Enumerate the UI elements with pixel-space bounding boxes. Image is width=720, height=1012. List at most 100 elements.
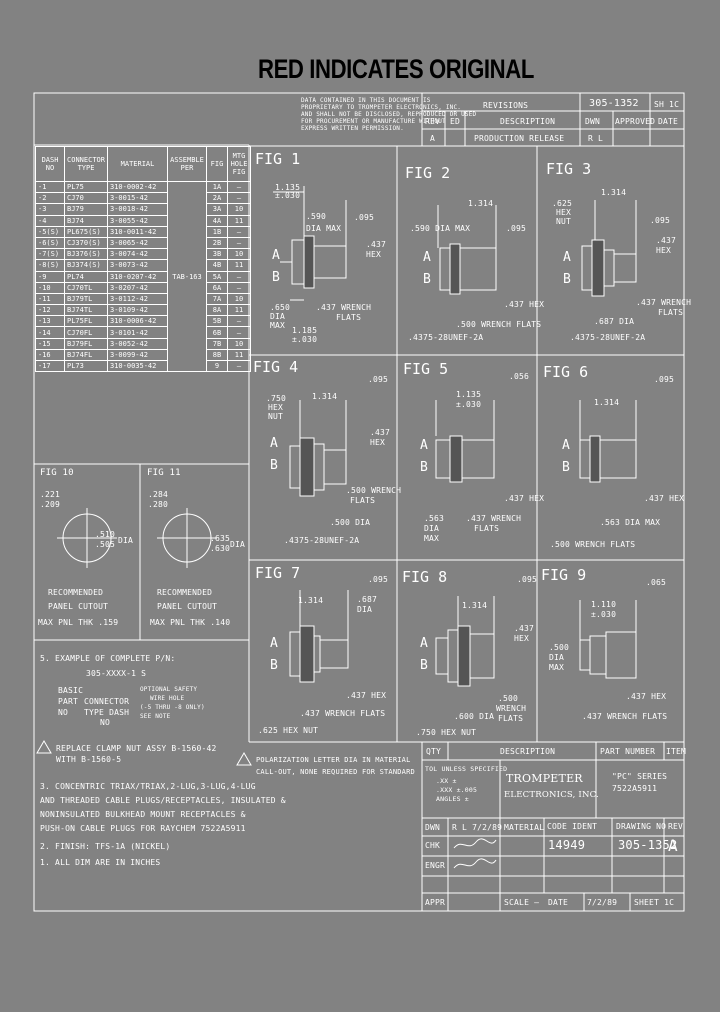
dim: .650 [270,303,291,312]
dim: .625 HEX NUT [258,726,319,735]
note: RECOMMENDED [48,588,104,597]
fig-3-label: FIG 3 [546,160,592,178]
dim: DIA [230,540,246,549]
note-5-basic: BASIC [58,686,84,695]
end-b: B [270,658,279,673]
dim: 1.135 [456,390,482,399]
dim: .095 [517,575,538,584]
fig-7-label: FIG 7 [255,564,301,582]
cell-fig: 1A [206,180,228,194]
tb-dwn-value: R L 7/2/89 [452,823,503,832]
note-5-no: NO [58,708,69,717]
dim: .500 [498,694,519,703]
tb-date-value: 7/2/89 [587,898,618,907]
note-5-wire: WIRE HOLE [150,695,185,702]
dim: .221 [40,490,61,499]
tb-rev-value: A [668,836,678,855]
dim: .505 [95,540,116,549]
dim: FLATS [336,313,362,322]
tb-code-value: 14949 [548,838,586,852]
rev-col: REV [425,117,441,126]
dim: HEX [556,208,572,217]
note-5-tno: NO [100,718,111,727]
dim: DIA [357,605,373,614]
tb-drawing-no: DRAWING NO [616,822,667,831]
dim: .437 [370,428,391,437]
rev-description: PRODUCTION RELEASE [474,134,565,143]
dim: .437 WRENCH [316,303,372,312]
note-4-triangle-icon [36,740,52,754]
end-b: B [272,270,281,285]
fig-2-label: FIG 2 [405,164,451,182]
dim: .630 [210,544,231,553]
tb-company-2: ELECTRONICS, INC. [504,790,599,800]
dim: .437 HEX [644,494,685,503]
dim: .284 [148,490,169,499]
note-3b: AND THREADED CABLE PLUGS/RECEPTACLES, IN… [40,796,286,805]
tb-tol-1: .XX ± [436,777,457,785]
dim: .437 [514,624,535,633]
dim: .095 [506,224,527,233]
proprietary-line: FOR PROCUREMENT OR MANUFACTURE WITHOUT [301,118,446,125]
revisions-doc-no: 305-1352 [589,98,639,109]
description-col: DESCRIPTION [500,117,556,126]
cell-mtg-hole-fig: 10 [227,203,251,216]
approved-col: APPROVED [615,117,656,126]
dim: 1.135 [275,183,301,192]
note: MAX PNL THK .159 [38,618,119,627]
dim: .437 HEX [346,691,387,700]
dim: DIA [424,524,440,533]
dim: .590 [306,212,327,221]
proprietary-line: EXPRESS WRITTEN PERMISSION. [301,125,404,132]
rev-value: A [430,134,436,143]
tb-qty: QTY [426,747,442,756]
note-3a: 3. CONCENTRIC TRIAX/TRIAX,2-LUG,3-LUG,4-… [40,782,256,791]
end-a: A [270,436,279,451]
dim: .635 [210,534,231,543]
dim: FLATS [498,714,524,723]
tb-company: TROMPETER [506,772,583,785]
dim: .095 [368,375,389,384]
revisions-header: REVISIONS [483,101,529,110]
tb-scale: SCALE — [504,898,540,907]
cell-mtg-hole-fig: — [227,225,251,238]
tb-tol: TOL UNLESS SPECIFIED [425,765,508,773]
note-5: 5. EXAMPLE OF COMPLETE P/N: [40,654,176,663]
dim: 1.314 [594,398,620,407]
end-a: A [270,636,279,651]
fig-4-drawing [289,400,347,497]
dim: .437 HEX [504,300,545,309]
cell-material: 3-0015-42 [107,192,168,205]
cell-material: 310-0011-42 [107,225,168,238]
fig-6-label: FIG 6 [543,363,589,381]
dim: FLATS [474,524,500,533]
fig-8-label: FIG 8 [402,568,448,586]
cell-mtg-hole-fig: 11 [227,214,251,227]
cell-mtg-hole-fig: — [227,236,251,250]
dim: .750 [266,394,287,403]
dim: .437 WRENCH FLATS [300,709,386,718]
table-header-row: DASH NO CONNECTOR TYPE MATERIAL ASSEMBLE… [35,146,251,182]
note-5-safety: OPTIONAL SAFETY [140,686,198,693]
fig-9-label: FIG 9 [541,566,587,584]
fig-1-label: FIG 1 [255,150,301,168]
fig-5-drawing [435,400,495,483]
note-5-dash: (-5 THRU -8 ONLY) [140,704,205,711]
dim: .437 WRENCH [466,514,522,523]
dim: NUT [268,412,284,421]
tb-tol-2: .XXX ±.005 [436,786,478,794]
dim: .600 DIA [454,712,495,721]
note-5-see: SEE NOTE [140,713,171,720]
revisions-sheet: SH 1C [654,100,680,109]
dim: DIA [549,653,565,662]
end-a: A [420,438,429,453]
